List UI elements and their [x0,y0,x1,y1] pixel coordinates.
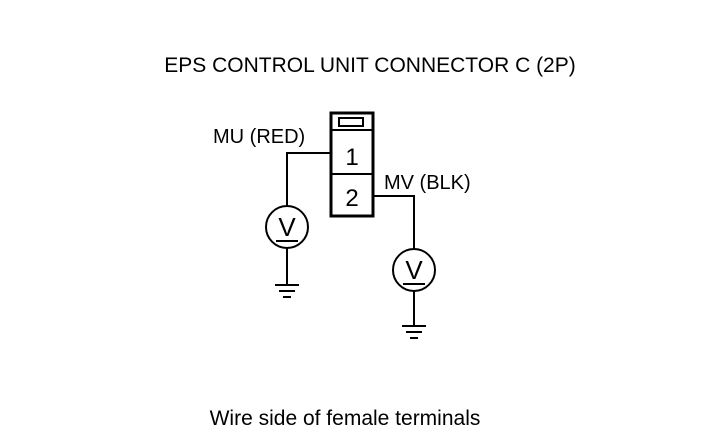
pin-1-wire-label: MU (RED) [213,126,305,148]
pin-2-number: 2 [345,185,358,212]
pin-1-number: 1 [345,144,358,171]
pin-1-circuit: V [265,152,331,298]
pin-2-wire [373,195,415,250]
connector: 1 2 [329,111,375,218]
voltmeter-symbol: V [278,212,296,242]
connector-lock-tab [338,117,364,127]
ground-icon [402,325,426,339]
pin-2-circuit: V [373,195,436,339]
diagram-title: EPS CONTROL UNIT CONNECTOR C (2P) [164,54,576,77]
pin-2-wire-label: MV (BLK) [384,172,471,194]
ground-icon [275,284,299,298]
voltmeter-icon: V [265,205,309,249]
voltmeter-symbol: V [405,255,423,285]
voltmeter-icon: V [392,248,436,292]
diagram-caption: Wire side of female terminals [210,407,481,430]
pin-1-wire [286,152,331,207]
connector-housing [329,111,375,218]
